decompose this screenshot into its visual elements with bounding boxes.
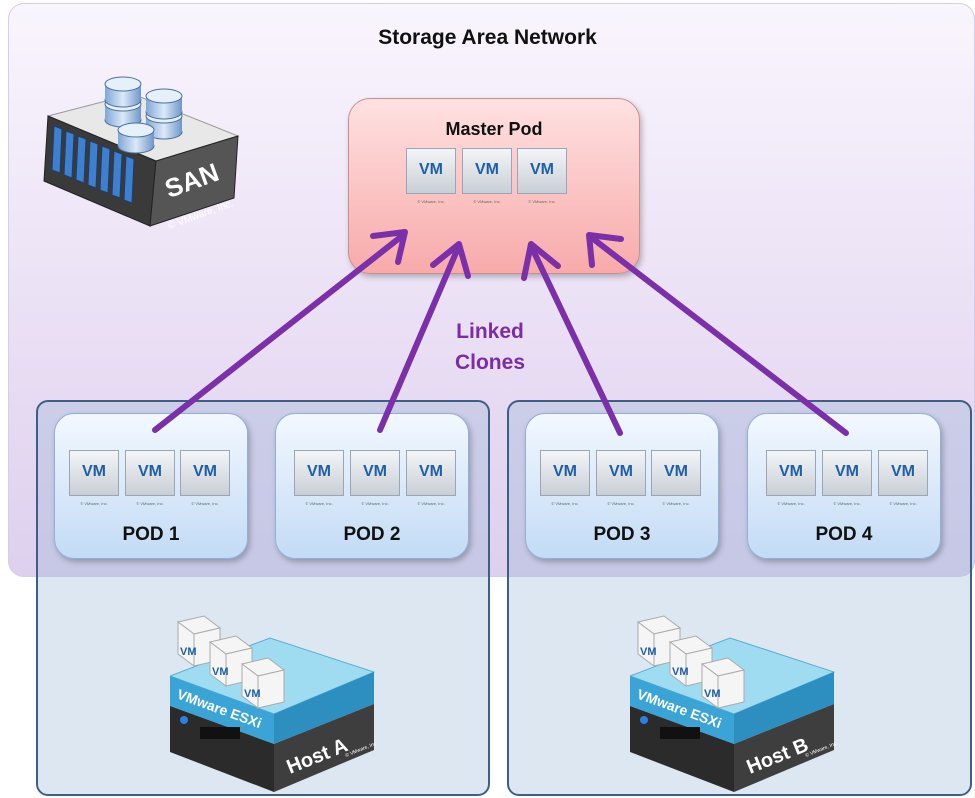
arrow-pod4 — [589, 235, 849, 436]
arrow-pod3 — [529, 245, 623, 436]
host-vm-label: VM — [704, 688, 721, 700]
pod-label: POD 4 — [815, 524, 873, 545]
vm-copyright: © VMware, Inc. — [417, 199, 445, 204]
vm-box: VM © VMware, Inc. — [69, 450, 119, 506]
arrow-pod2-head — [430, 241, 471, 279]
host-vm-label: VM — [672, 666, 689, 678]
vm-box: VM © VMware, Inc. — [517, 148, 567, 204]
vm-box: VM © VMware, Inc. — [540, 450, 590, 506]
vm-label: VM — [419, 463, 443, 480]
vm-label: VM — [193, 463, 217, 480]
arrow-pod2 — [377, 245, 461, 433]
vm-label: VM — [664, 463, 688, 480]
linked-clones-label: Linked Clones — [440, 316, 540, 378]
vm-box: VM © VMware, Inc. — [878, 450, 928, 506]
linked-clones-line2: Clones — [454, 351, 525, 374]
pod-label: POD 1 — [122, 524, 180, 545]
vm-copyright: © VMware, Inc. — [305, 501, 333, 506]
diagram-title: Storage Area Network — [378, 26, 597, 49]
vm-label: VM — [835, 463, 859, 480]
vm-label: VM — [779, 463, 803, 480]
vm-label: VM — [419, 161, 443, 178]
vm-copyright: © VMware, Inc. — [136, 501, 164, 506]
pod-3: VM © VMware, Inc. VM © VMware, Inc. VM © VM… — [525, 413, 719, 559]
vm-copyright: © VMware, Inc. — [473, 199, 501, 204]
vm-label: VM — [363, 463, 387, 480]
pod-label: POD 2 — [343, 524, 401, 545]
pod-label: POD 3 — [593, 524, 651, 545]
vm-box: VM © VMware, Inc. — [350, 450, 400, 506]
vm-box: VM © VMware, Inc. — [651, 450, 701, 506]
vm-label: VM — [609, 463, 633, 480]
vm-copyright: © VMware, Inc. — [662, 501, 690, 506]
vm-copyright: © VMware, Inc. — [417, 501, 445, 506]
vm-box: VM © VMware, Inc. — [294, 450, 344, 506]
vm-copyright: © VMware, Inc. — [607, 501, 635, 506]
arrow-pod3-head — [521, 241, 561, 281]
vm-copyright: © VMware, Inc. — [777, 501, 805, 506]
vm-copyright: © VMware, Inc. — [833, 501, 861, 506]
vm-box: VM © VMware, Inc. — [406, 148, 456, 204]
host-vm-label: VM — [212, 666, 229, 678]
master-pod-label: Master Pod — [445, 119, 543, 139]
esxi-host-icon: VM VM VM VMware ESXi Host B © VMware, In… — [630, 615, 839, 792]
host-vm-label: VM — [180, 646, 197, 658]
vm-box: VM © VMware, Inc. — [462, 148, 512, 204]
vm-label: VM — [307, 463, 331, 480]
vm-label: VM — [891, 463, 915, 480]
vm-box: VM © VMware, Inc. — [406, 450, 456, 506]
vm-copyright: © VMware, Inc. — [361, 501, 389, 506]
host-vm-label: VM — [244, 688, 261, 700]
vm-label: VM — [82, 463, 106, 480]
arrow-pod4-head — [586, 232, 624, 268]
vm-label: VM — [475, 161, 499, 178]
vm-label: VM — [530, 161, 554, 178]
pod-2: VM © VMware, Inc. VM © VMware, Inc. VM © VM… — [275, 413, 469, 559]
vm-label: VM — [138, 463, 162, 480]
arrow-pod1-head — [370, 229, 408, 265]
vm-label: VM — [553, 463, 577, 480]
pod-4: VM © VMware, Inc. VM © VMware, Inc. VM © VM… — [747, 413, 941, 559]
vm-copyright: © VMware, Inc. — [889, 501, 917, 506]
vm-copyright: © VMware, Inc. — [80, 501, 108, 506]
arrow-pod1 — [152, 233, 405, 433]
vm-box: VM © VMware, Inc. — [822, 450, 872, 506]
vm-box: VM © VMware, Inc. — [766, 450, 816, 506]
vm-box: VM © VMware, Inc. — [125, 450, 175, 506]
host-vm-label: VM — [640, 646, 657, 658]
vm-box: VM © VMware, Inc. — [180, 450, 230, 506]
linked-clones-line1: Linked — [456, 320, 524, 343]
vm-copyright: © VMware, Inc. — [191, 501, 219, 506]
vm-box: VM © VMware, Inc. — [596, 450, 646, 506]
vm-copyright: © VMware, Inc. — [551, 501, 579, 506]
vm-copyright: © VMware, Inc. — [528, 199, 556, 204]
esxi-host-icon: VM VM VM VMware ESXi Host A © VMware, In… — [170, 615, 379, 792]
pod-1: VM © VMware, Inc. VM © VMware, Inc. VM © VM… — [54, 413, 248, 559]
san-storage-icon: SAN © VMware, Inc. — [43, 76, 240, 232]
